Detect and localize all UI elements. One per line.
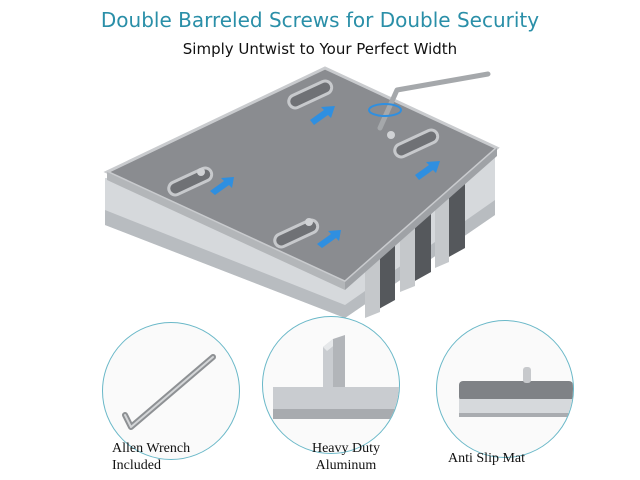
laptop-stand-illustration [103, 66, 500, 318]
anti-slip-mat-icon [459, 367, 573, 417]
aluminum-profile-icon [273, 335, 399, 419]
feature-label-anti-slip: Anti Slip Mat [448, 451, 526, 466]
page-title: Double Barreled Screws for Double Securi… [100, 8, 540, 32]
aluminum-detail [262, 316, 400, 454]
allen-wrench-icon [122, 354, 216, 430]
feature-label-allen-wrench: Allen Wrench Included [112, 441, 191, 473]
anti-slip-mat-detail [436, 320, 574, 458]
page-subtitle: Simply Untwist to Your Perfect Width [182, 40, 458, 58]
feature-label-aluminum: Heavy Duty Aluminum [311, 441, 381, 473]
allen-wrench-icon [368, 71, 491, 131]
allen-wrench-detail [102, 322, 240, 460]
